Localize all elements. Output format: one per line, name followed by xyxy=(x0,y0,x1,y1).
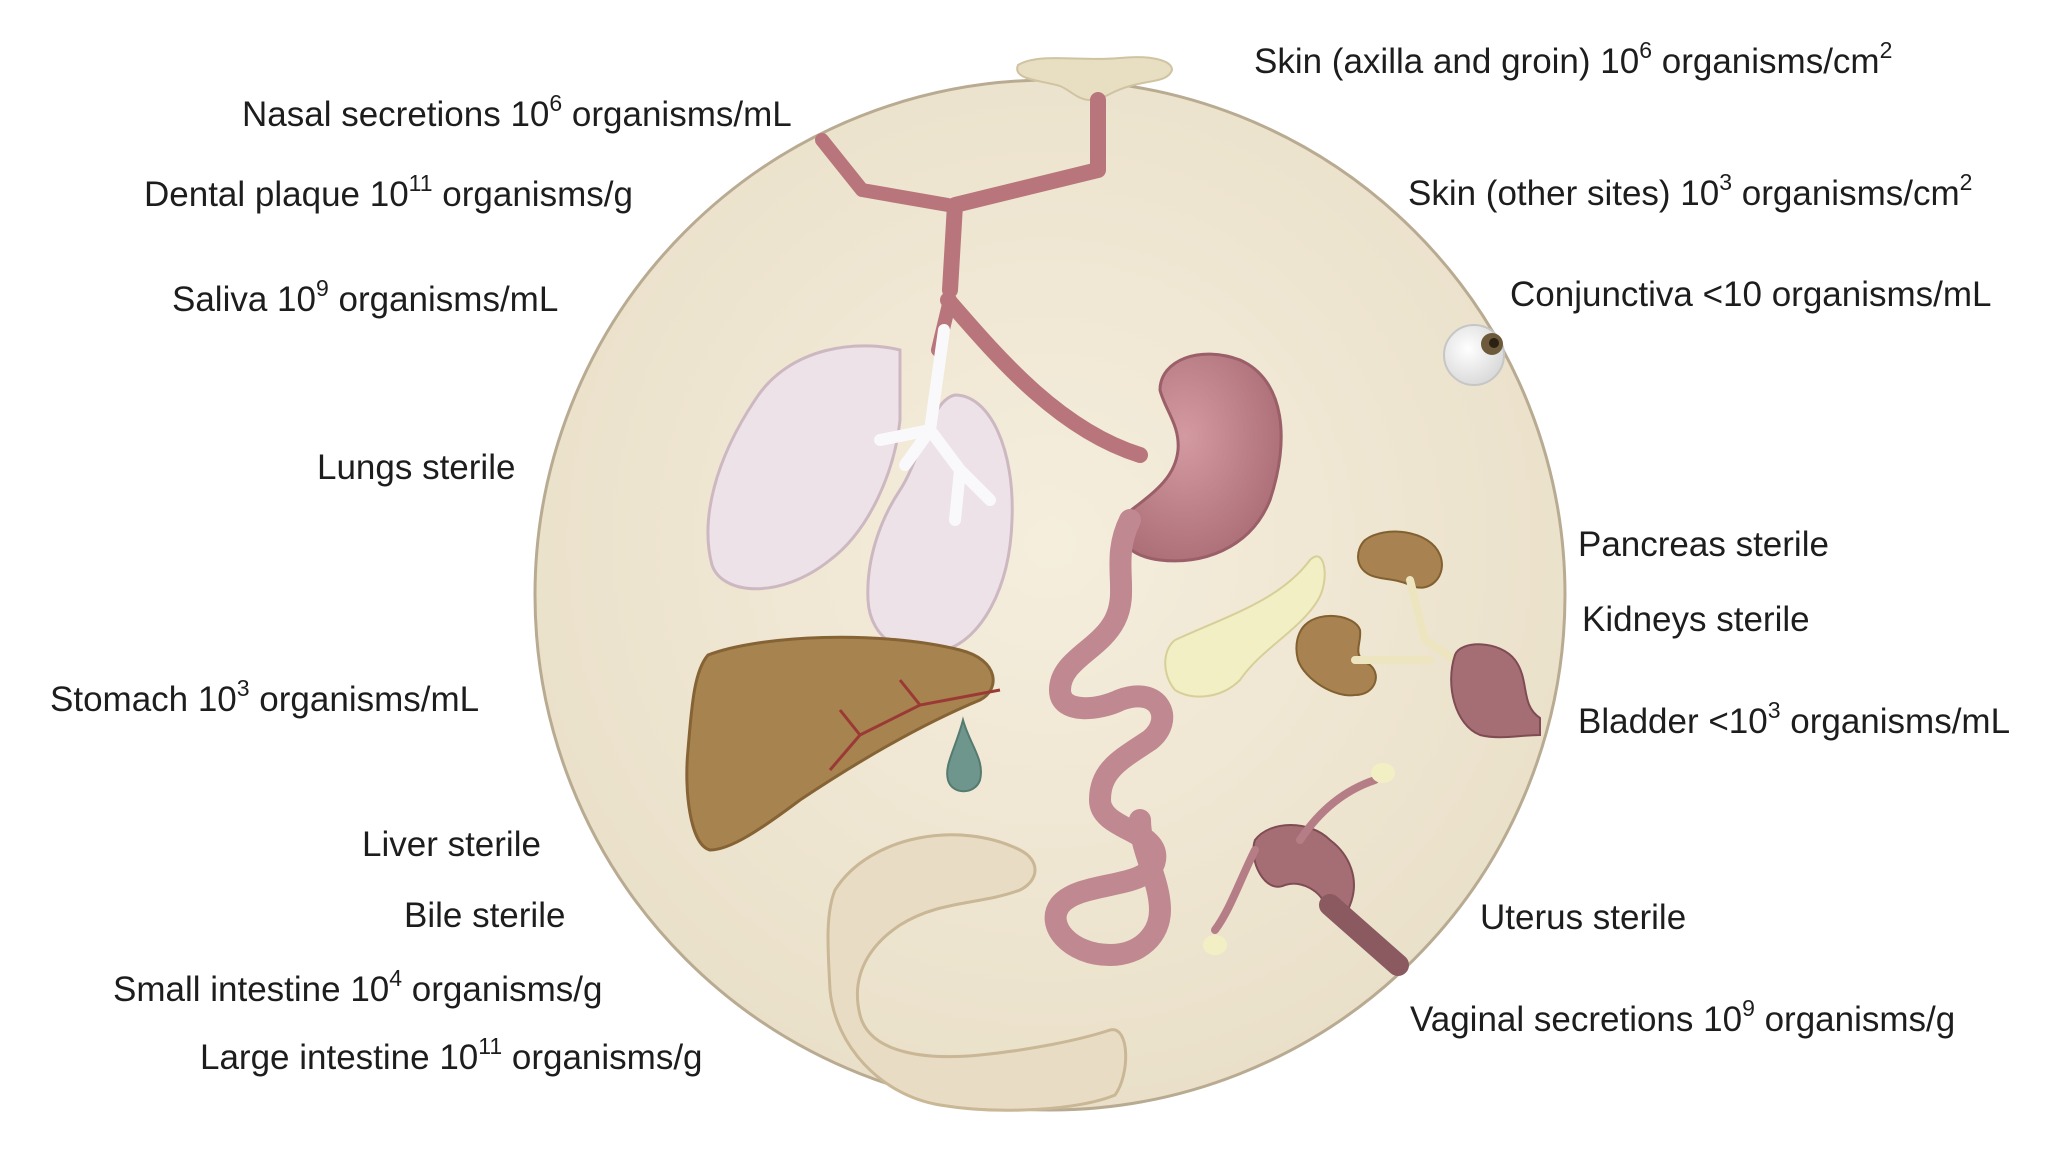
label-dental-plaque: Dental plaque 1011 organisms/g xyxy=(144,170,633,215)
label-stomach: Stomach 103 organisms/mL xyxy=(50,675,480,720)
pancreas xyxy=(1164,555,1326,698)
liver xyxy=(685,635,995,852)
label-uterus: Uterus sterile xyxy=(1480,898,1687,937)
label-pancreas: Pancreas sterile xyxy=(1578,525,1829,564)
label-large-intestine: Large intestine 1011 organisms/g xyxy=(200,1033,703,1078)
large-intestine xyxy=(826,833,1128,1112)
label-conjunctiva: Conjunctiva <10 organisms/mL xyxy=(1510,275,1992,314)
uterus xyxy=(1203,763,1409,976)
eye-icon xyxy=(1443,324,1505,386)
label-nasal-secretions: Nasal secretions 106 organisms/mL xyxy=(242,90,792,135)
lungs xyxy=(706,324,1014,655)
kidney-lower xyxy=(1295,614,1377,697)
stomach xyxy=(1119,352,1283,563)
label-kidneys: Kidneys sterile xyxy=(1582,600,1810,639)
liver-vessels xyxy=(828,679,1001,771)
label-vaginal-secretions: Vaginal secretions 109 organisms/g xyxy=(1410,995,1956,1040)
label-bladder: Bladder <103 organisms/mL xyxy=(1578,697,2011,742)
label-lungs: Lungs sterile xyxy=(317,448,516,487)
label-skin-axilla-groin: Skin (axilla and groin) 106 organisms/cm… xyxy=(1254,37,1893,82)
label-small-intestine: Small intestine 104 organisms/g xyxy=(113,965,603,1010)
small-intestine xyxy=(1044,509,1174,966)
label-liver: Liver sterile xyxy=(362,825,541,864)
gallbladder xyxy=(946,716,982,793)
label-skin-other: Skin (other sites) 103 organisms/cm2 xyxy=(1408,169,1973,214)
skin-fold xyxy=(1016,56,1174,102)
bladder xyxy=(1450,643,1541,739)
ureters xyxy=(1351,576,1459,664)
label-saliva: Saliva 109 organisms/mL xyxy=(172,275,559,320)
label-bile: Bile sterile xyxy=(404,896,566,935)
